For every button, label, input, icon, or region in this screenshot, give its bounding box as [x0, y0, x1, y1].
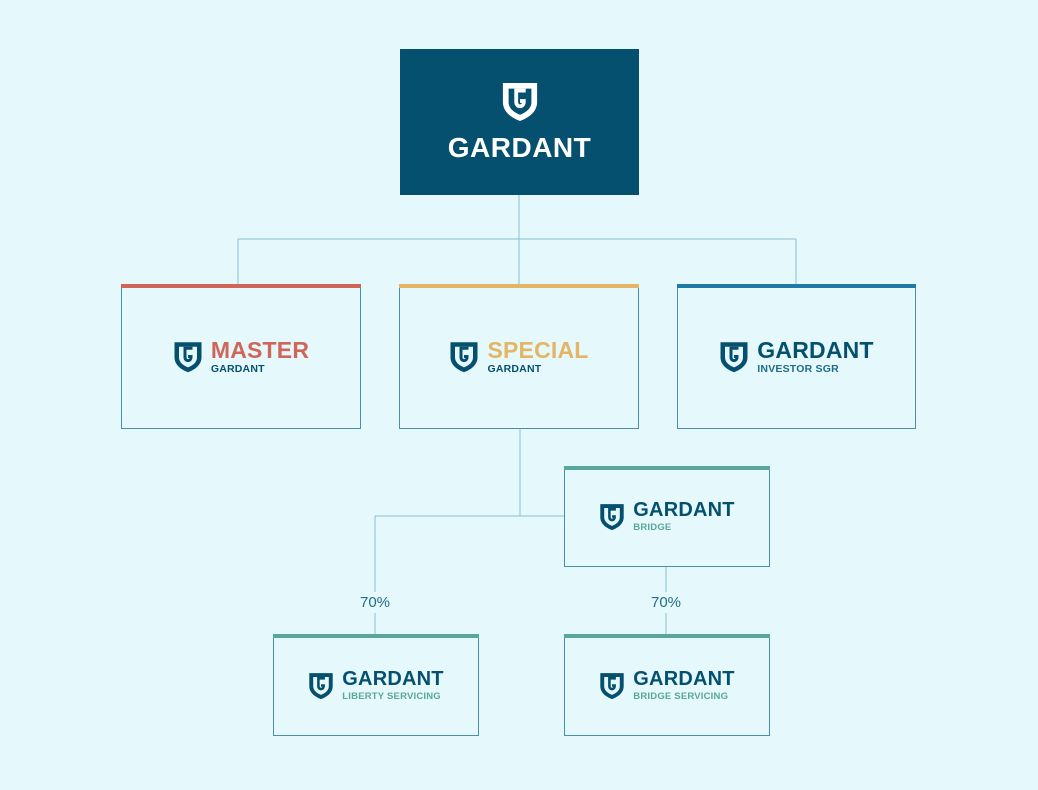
gardant-bridge-servicing-logo: GARDANT BRIDGE SERVICING — [599, 669, 734, 702]
master-accent-bar — [121, 284, 361, 288]
special-gardant-box: SPECIAL GARDANT — [399, 284, 639, 429]
gardant-shield-icon — [449, 340, 479, 373]
gardant-shield-icon — [173, 340, 203, 373]
investor-accent-bar — [677, 284, 916, 288]
special-accent-bar — [399, 284, 639, 288]
gardant-bridge-servicing-box: GARDANT BRIDGE SERVICING — [564, 634, 770, 736]
master-gardant-box: MASTER GARDANT — [121, 284, 361, 429]
gardant-shield-icon — [308, 671, 334, 700]
gardant-bridge-box: GARDANT BRIDGE — [564, 466, 770, 567]
gardant-bridge-logo: GARDANT BRIDGE — [599, 500, 734, 533]
root-name: GARDANT — [447, 132, 592, 163]
bridge-servicing-ownership-label: 70% — [641, 592, 691, 613]
special-subtitle: GARDANT — [487, 362, 542, 375]
investor-subtitle: INVESTOR SGR — [757, 362, 839, 375]
gardant-shield-icon — [719, 340, 749, 373]
bridge-servicing-title: GARDANT — [633, 667, 735, 690]
liberty-title: GARDANT — [342, 667, 444, 690]
gardant-liberty-servicing-box: GARDANT LIBERTY SERVICING — [273, 634, 479, 736]
gardant-shield-icon — [599, 671, 625, 700]
gardant-shield-icon — [599, 502, 625, 531]
special-title: SPECIAL — [487, 336, 589, 363]
gardant-investor-sgr-logo: GARDANT INVESTOR SGR — [719, 336, 874, 375]
liberty-accent-bar — [273, 634, 479, 638]
master-gardant-logo: MASTER GARDANT — [173, 336, 310, 375]
gardant-investor-sgr-box: GARDANT INVESTOR SGR — [677, 284, 916, 429]
liberty-ownership-label: 70% — [350, 592, 400, 613]
special-gardant-logo: SPECIAL GARDANT — [449, 336, 589, 375]
investor-title: GARDANT — [757, 336, 874, 363]
liberty-subtitle: LIBERTY SERVICING — [342, 690, 441, 702]
gardant-shield-icon — [501, 80, 539, 122]
root-box-gardant: GARDANT — [400, 49, 639, 195]
bridge-title: GARDANT — [633, 499, 735, 521]
master-title: MASTER — [210, 336, 310, 363]
bridge-servicing-accent-bar — [564, 634, 770, 638]
bridge-servicing-subtitle: BRIDGE SERVICING — [633, 690, 729, 702]
gardant-liberty-servicing-logo: GARDANT LIBERTY SERVICING — [308, 669, 443, 702]
bridge-subtitle: BRIDGE — [633, 522, 672, 533]
bridge-accent-bar — [564, 466, 770, 470]
master-subtitle: GARDANT — [210, 362, 265, 375]
